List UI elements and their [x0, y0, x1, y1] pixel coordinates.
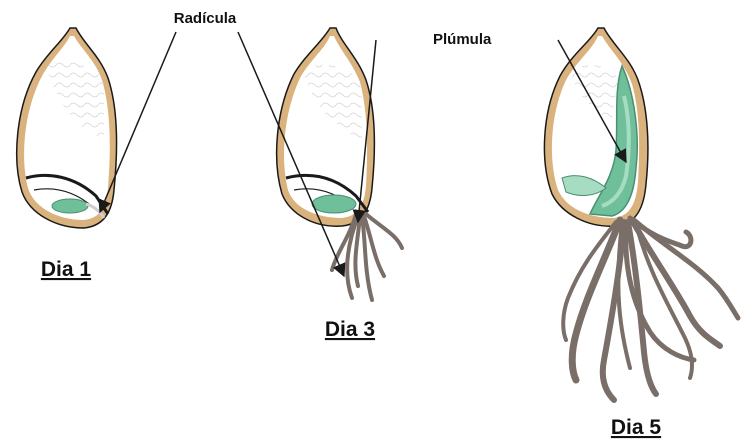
radicle-roots: [332, 214, 402, 300]
plumule-label: Plúmula: [433, 31, 492, 48]
seed-day-5: [544, 28, 738, 400]
stage-caption-day-1: Dia 1: [41, 258, 92, 281]
stage-caption-day-5: Dia 5: [611, 416, 662, 439]
root-system: [563, 218, 738, 400]
radicle-label: Radícula: [174, 10, 237, 27]
embryo: [312, 195, 356, 213]
embryo: [52, 199, 88, 213]
stage-caption-day-3: Dia 3: [325, 318, 375, 341]
seed-day-1: [17, 28, 117, 228]
